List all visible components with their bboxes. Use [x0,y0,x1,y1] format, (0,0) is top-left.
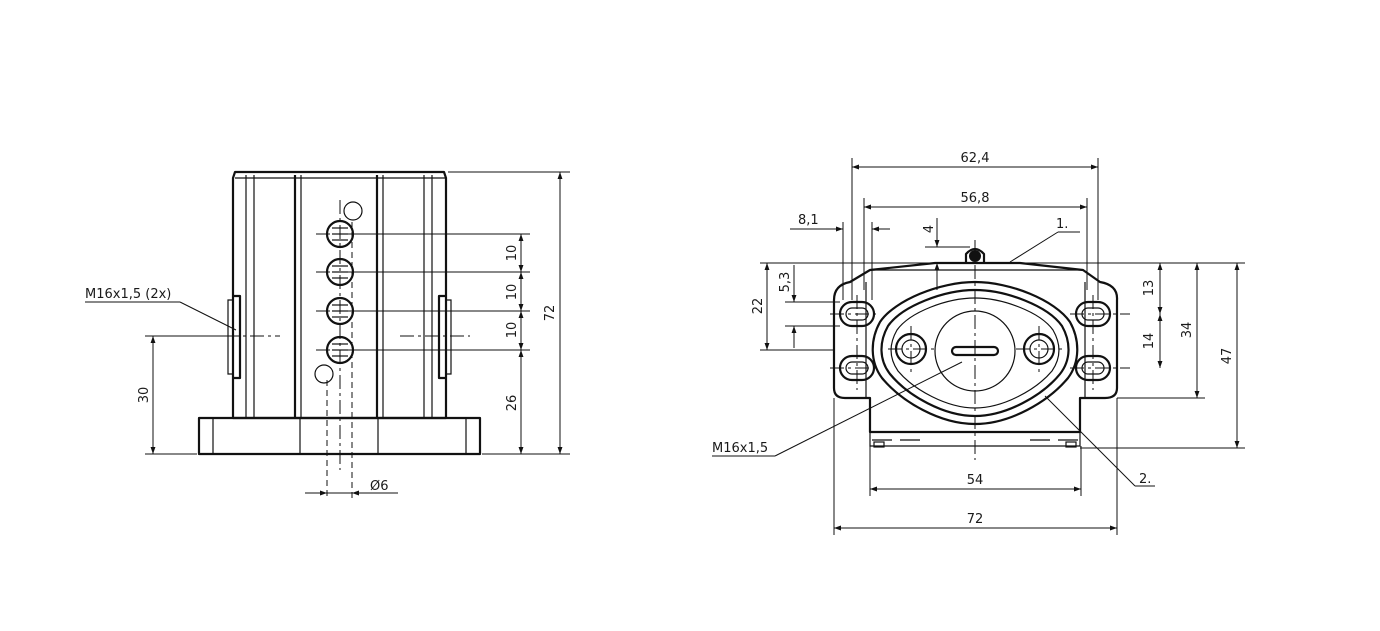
dim-side-pitch-3: 10 [505,322,520,339]
dim-front-upper-spacing: 13 [1142,280,1157,297]
side-view-dimensions: 72 10 10 10 26 30 Ø6 [85,171,570,496]
dim-side-pitch-1: 10 [505,245,520,262]
dim-front-inner-width: 56,8 [961,191,990,206]
side-view-body [197,170,482,500]
dim-front-flange-height: 22 [751,298,766,315]
dim-front-base-width: 54 [967,473,984,488]
front-view-body [830,240,1130,460]
dim-front-outer-width: 62,4 [961,151,990,166]
dim-side-bottom-offset: 26 [505,395,520,412]
callout-front-thread: M16x1,5 [712,441,768,456]
dim-front-lower-spacing: 14 [1142,333,1157,350]
dim-front-overall-width: 72 [967,512,984,527]
dim-side-hole-diameter: Ø6 [370,479,389,494]
dim-front-slot-width: 8,1 [798,213,819,228]
dim-side-pitch-2: 10 [505,284,520,301]
front-view-dimensions: 62,4 56,8 8,1 4 22 [712,151,1245,535]
dim-front-slot-pitch: 5,3 [778,272,793,293]
callout-item-1: 1. [1056,217,1068,232]
side-view: 72 10 10 10 26 30 Ø6 [85,170,570,500]
dim-front-top-offset: 4 [922,225,937,233]
dim-side-thread-height: 30 [137,387,152,404]
dim-front-total-height: 47 [1220,348,1235,365]
callout-side-thread: M16x1,5 (2x) [85,287,171,302]
dim-side-height: 72 [543,305,558,322]
side-view-holes [314,201,363,384]
callout-item-2: 2. [1139,472,1151,487]
front-view: 62,4 56,8 8,1 4 22 [712,151,1245,535]
dim-front-mid-height: 34 [1180,322,1195,339]
